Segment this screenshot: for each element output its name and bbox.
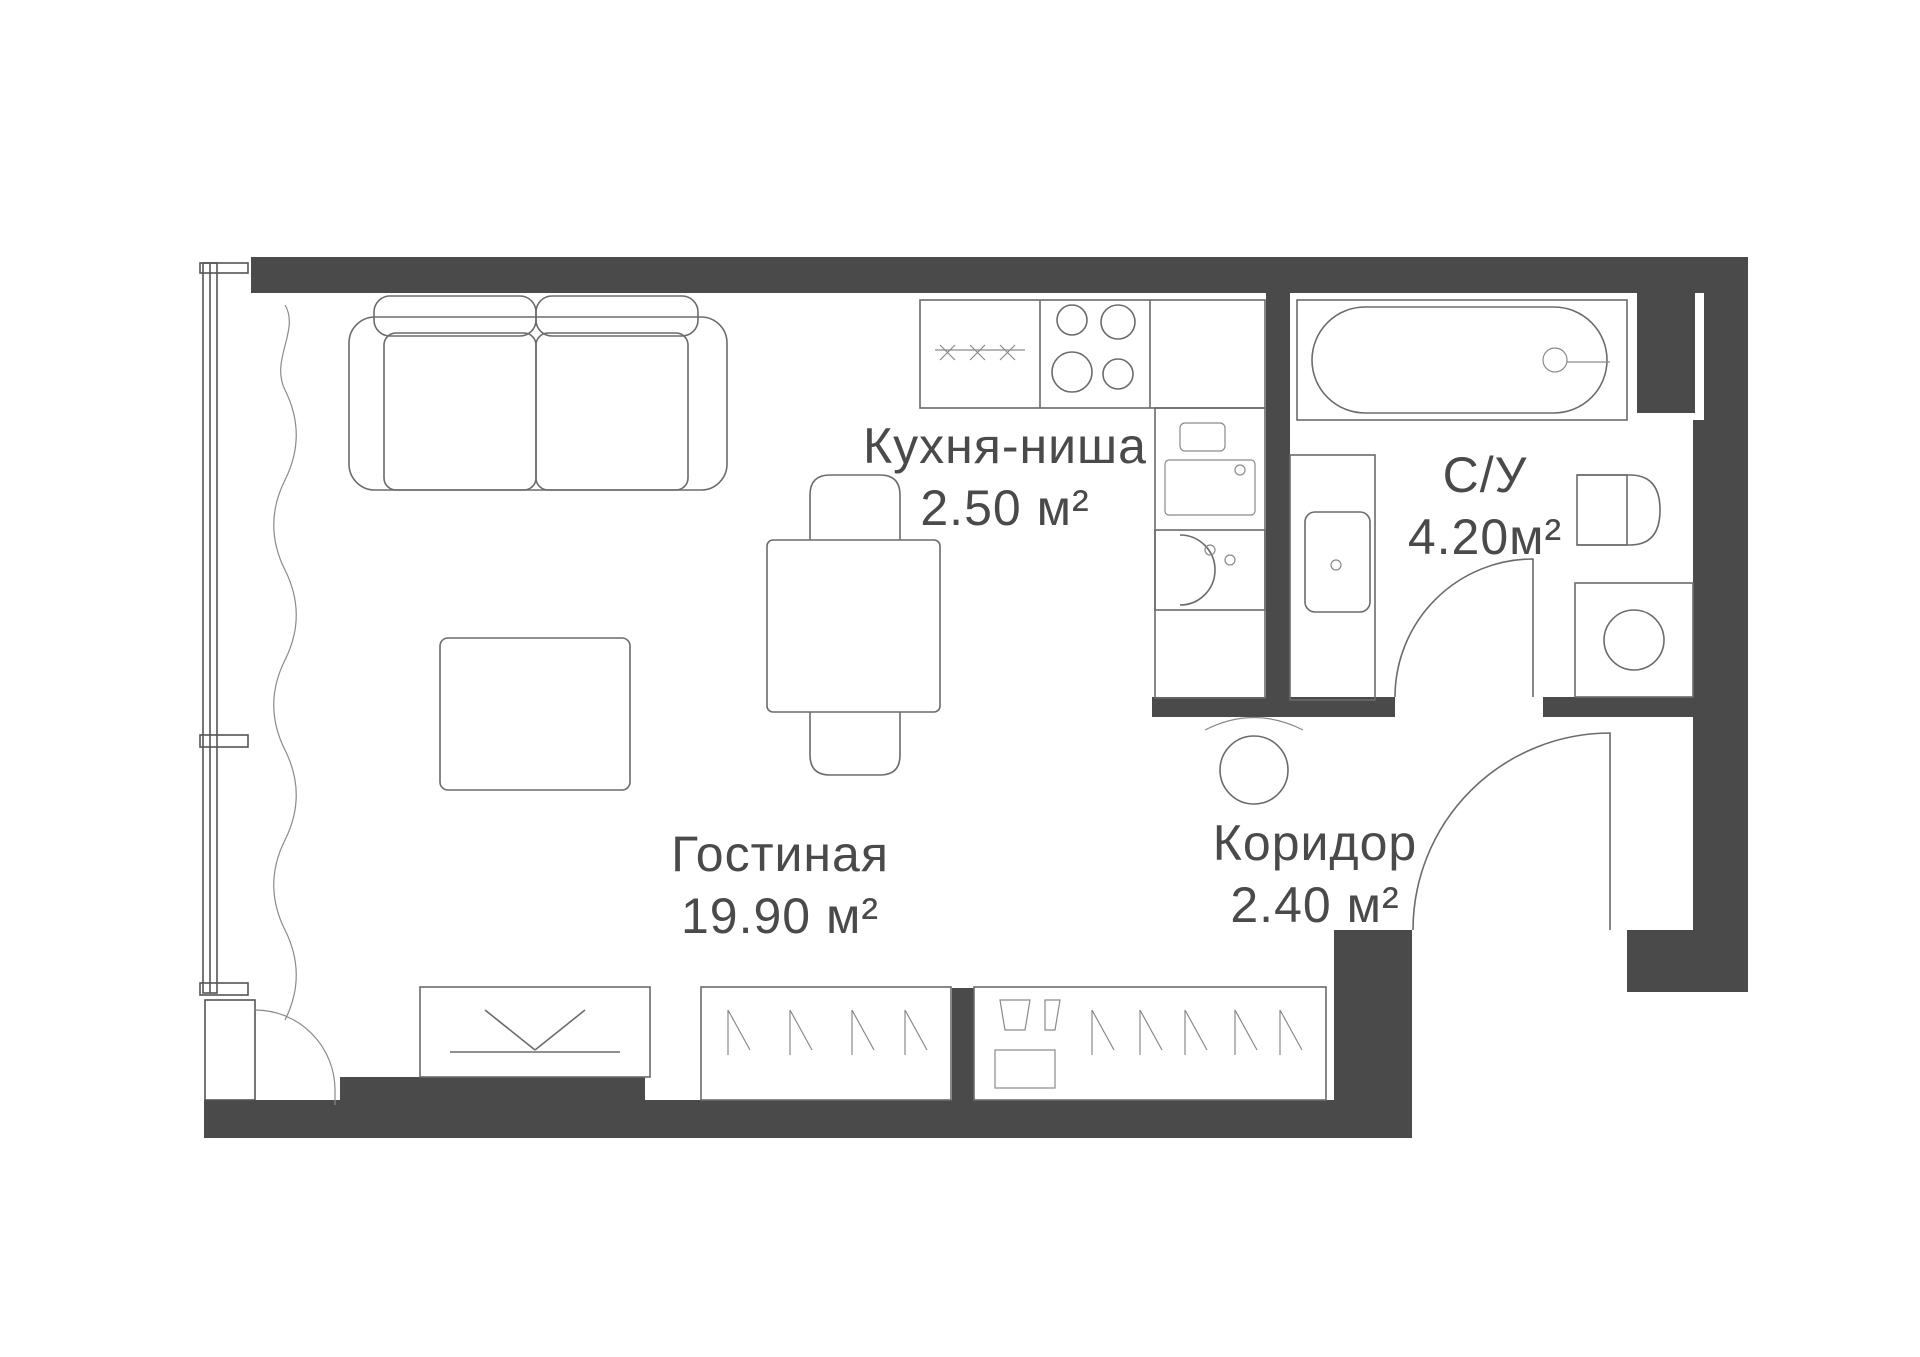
wall-bath-storage bbox=[1637, 284, 1695, 413]
wardrobe-right bbox=[973, 986, 1327, 1101]
kitchen-column bbox=[1154, 407, 1266, 699]
dining-set bbox=[766, 474, 941, 776]
room-label-living: Гостиная 19.90 м² bbox=[640, 823, 920, 947]
toilet bbox=[1576, 474, 1661, 546]
bathroom-door-swing bbox=[1394, 558, 1534, 698]
room-area: 2.40 м² bbox=[1230, 877, 1400, 933]
wall-closet-divider bbox=[952, 988, 974, 1103]
room-name: Кухня-ниша bbox=[863, 418, 1147, 474]
room-area: 2.50 м² bbox=[920, 480, 1090, 536]
room-label-kitchen: Кухня-ниша 2.50 м² bbox=[855, 415, 1155, 539]
room-label-bathroom: С/У 4.20м² bbox=[1375, 444, 1595, 568]
room-name: Гостиная bbox=[671, 826, 889, 882]
wall-bath-bottom-right bbox=[1543, 697, 1708, 717]
sofa bbox=[348, 295, 728, 491]
coffee-table-rug bbox=[439, 637, 631, 791]
window-left bbox=[199, 262, 336, 1105]
wall-bottom-left-step bbox=[340, 1077, 645, 1107]
bathtub bbox=[1296, 299, 1628, 421]
wall-kitchen-bath-partition bbox=[1266, 290, 1290, 703]
wall-top bbox=[251, 257, 1748, 293]
bath-sink-unit bbox=[1289, 454, 1376, 701]
cooktop bbox=[1051, 304, 1136, 393]
washing-machine bbox=[1574, 582, 1694, 698]
wardrobe-left bbox=[700, 986, 952, 1101]
room-name: С/У bbox=[1442, 447, 1528, 503]
room-label-corridor: Коридор 2.40 м² bbox=[1190, 812, 1440, 936]
entry-door-swing bbox=[1412, 732, 1611, 931]
room-area: 4.20м² bbox=[1407, 509, 1563, 565]
wall-right-step-bottom bbox=[1627, 930, 1748, 992]
walls bbox=[204, 257, 1748, 1138]
wall-bathroom-right bbox=[1693, 420, 1715, 935]
corridor-stool bbox=[1204, 717, 1304, 805]
kitchen-counters bbox=[919, 299, 1266, 409]
wall-bath-bottom-left bbox=[1152, 697, 1395, 717]
tv-stand bbox=[419, 986, 651, 1078]
room-name: Коридор bbox=[1212, 815, 1418, 871]
room-area: 19.90 м² bbox=[680, 888, 880, 944]
